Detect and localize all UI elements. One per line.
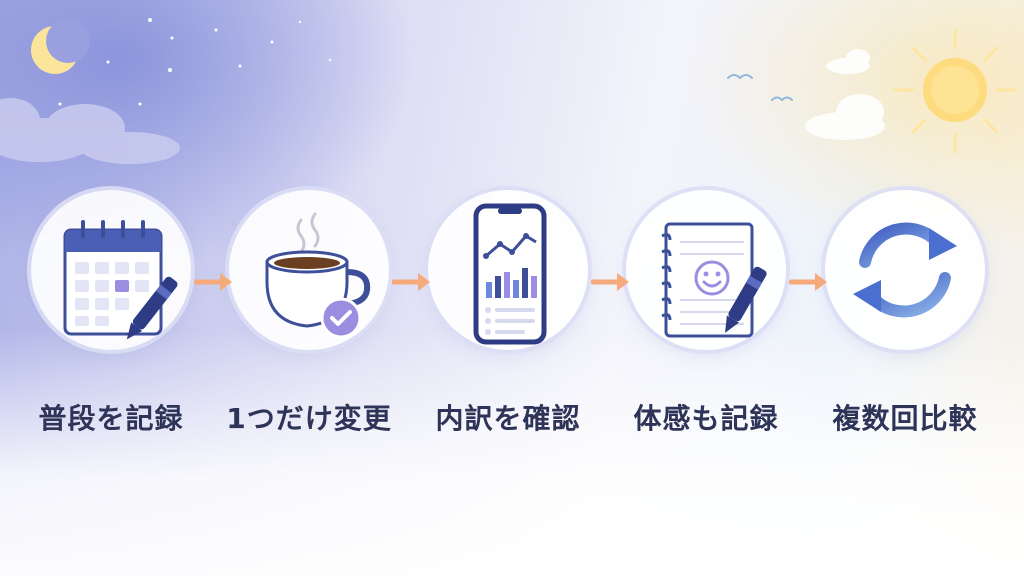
step-5-circle	[825, 190, 985, 350]
step-1-circle	[31, 190, 191, 350]
step-3-label: 内訳を確認	[435, 402, 581, 435]
coffee-check-icon	[265, 212, 371, 339]
arrow-icon	[392, 273, 430, 291]
arrow-icon	[789, 273, 827, 291]
step-4-label: 体感も記録	[633, 402, 779, 435]
birds-decoration	[727, 74, 793, 102]
step-4-circle	[626, 190, 786, 350]
step-1-label: 普段を記録	[38, 402, 184, 435]
arrow-icon	[591, 273, 629, 291]
sun-icon	[893, 28, 1017, 154]
cycle-arrows-icon	[853, 222, 957, 318]
stars-decoration	[58, 18, 332, 106]
step-2-label: 1つだけ変更	[226, 402, 392, 435]
step-3-circle	[428, 190, 588, 350]
notebook-smile-icon	[661, 222, 767, 338]
bottom-fade	[0, 330, 1024, 576]
arrow-icon	[194, 273, 232, 291]
phone-chart-icon	[473, 203, 547, 345]
calendar-pen-icon	[63, 220, 178, 340]
cloud-right	[805, 49, 885, 140]
step-2-circle	[229, 190, 389, 350]
moon-icon	[31, 19, 90, 74]
cloud-left	[0, 98, 180, 164]
step-5-label: 複数回比較	[832, 402, 978, 435]
